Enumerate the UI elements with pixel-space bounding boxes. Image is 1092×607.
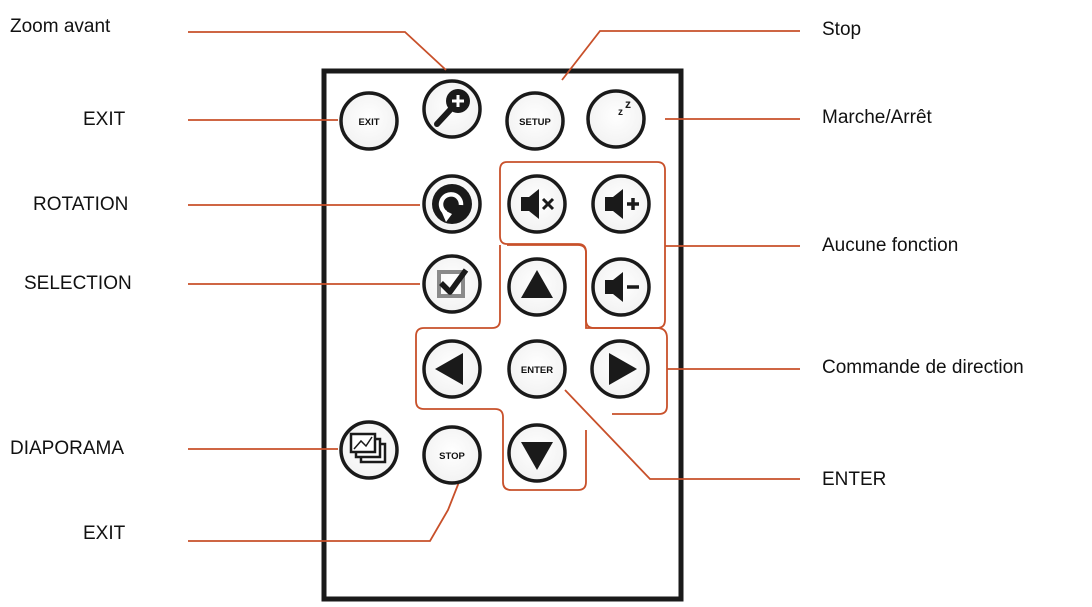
selection-button[interactable] [422, 254, 482, 314]
speaker-minus-icon [605, 272, 639, 302]
direction-group-outline-2 [415, 245, 587, 491]
label-selection: SELECTION [24, 273, 132, 294]
label-zoom-avant: Zoom avant [10, 16, 111, 37]
label-enter: ENTER [822, 469, 887, 490]
left-button[interactable] [422, 339, 482, 399]
enter-button[interactable]: ENTER [507, 339, 567, 399]
mute-button[interactable] [507, 174, 567, 234]
label-marche-arret: Marche/Arrêt [822, 107, 932, 128]
exit-button-label: EXIT [358, 117, 379, 128]
right-button[interactable] [590, 339, 650, 399]
exit-button[interactable]: EXIT [339, 91, 399, 151]
label-diaporama: DIAPORAMA [10, 438, 125, 459]
stop-button-label: STOP [439, 451, 465, 462]
leader-zoom [188, 31, 447, 71]
triangle-up-icon [521, 270, 553, 298]
leader-enter [564, 389, 800, 480]
svg-text:z: z [625, 97, 631, 111]
magnifier-plus-icon [434, 89, 470, 127]
setup-button-label: SETUP [519, 117, 551, 128]
slideshow-button[interactable] [339, 420, 399, 480]
speaker-mute-icon [521, 189, 555, 219]
stop-button[interactable]: STOP [422, 425, 482, 485]
triangle-right-icon [609, 353, 637, 385]
leader-exit-bottom [188, 476, 462, 542]
zoom-button[interactable] [422, 79, 482, 139]
enter-button-label: ENTER [521, 365, 553, 376]
label-stop: Stop [822, 19, 862, 40]
setup-button[interactable]: SETUP [505, 91, 565, 151]
label-aucune-fonction: Aucune fonction [822, 235, 959, 256]
label-exit-bottom: EXIT [83, 523, 126, 544]
label-rotation: ROTATION [33, 194, 129, 215]
photo-stack-icon [349, 432, 387, 464]
leader-lines [188, 30, 800, 542]
leader-stop [561, 30, 800, 81]
label-exit-top: EXIT [83, 109, 126, 130]
speaker-plus-icon [605, 189, 639, 219]
rotation-button[interactable] [422, 174, 482, 234]
moon-zz-icon: z z [606, 97, 631, 133]
volume-down-button[interactable] [591, 257, 651, 317]
label-commande-direction: Commande de direction [822, 357, 1024, 378]
triangle-left-icon [435, 353, 463, 385]
power-sleep-button[interactable]: z z [586, 89, 646, 149]
direction-group-outline [507, 244, 668, 415]
volume-up-button[interactable] [591, 174, 651, 234]
down-button[interactable] [507, 423, 567, 483]
group-outlines [415, 161, 668, 491]
remote-body [321, 68, 684, 602]
up-button[interactable] [507, 257, 567, 317]
svg-text:z: z [618, 107, 623, 118]
triangle-down-icon [521, 442, 553, 470]
checkbox-icon [437, 268, 469, 298]
rotate-arrow-icon [432, 184, 472, 224]
